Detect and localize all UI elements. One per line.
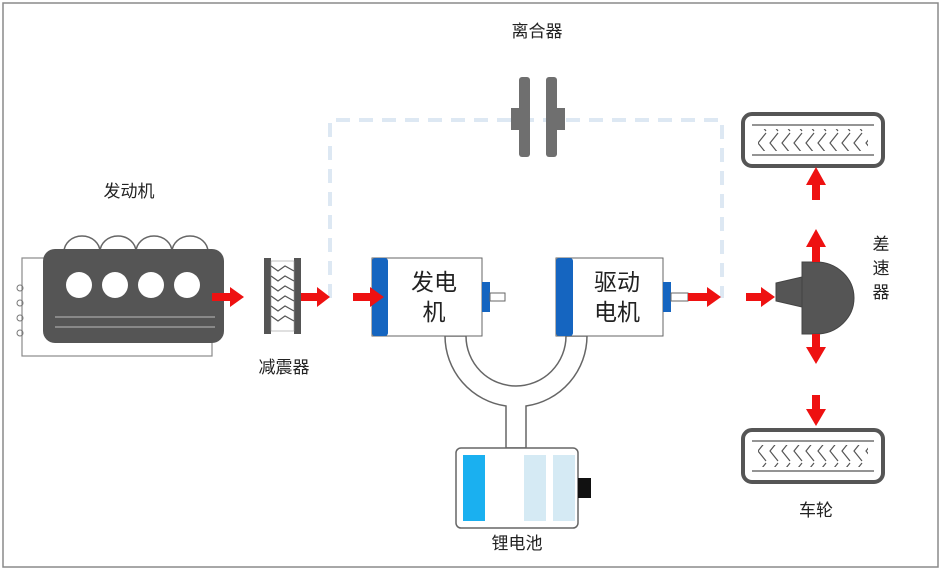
differential-label-char2: 速 — [873, 259, 890, 279]
engine — [16, 235, 224, 357]
engine-label: 发动机 — [104, 182, 155, 202]
battery-cell-3 — [553, 455, 575, 521]
damper — [264, 258, 301, 334]
differential-label-char3: 器 — [873, 283, 890, 303]
arrow-to-wheel-top — [806, 167, 826, 200]
damper-label: 减震器 — [259, 358, 310, 378]
wheels-label: 车轮 — [799, 501, 833, 521]
battery — [455, 447, 591, 529]
flow-arrows — [212, 167, 826, 426]
arrow-into-generator — [353, 287, 384, 307]
arrow-damper-out — [301, 287, 330, 307]
arrow-diff-up — [806, 229, 826, 262]
arrow-drive-motor-out — [688, 287, 721, 307]
drive-motor-label-line1: 驱动 — [594, 270, 640, 296]
generator-label-line2: 机 — [423, 300, 446, 326]
drive-motor — [555, 257, 689, 337]
differential-label-char1: 差 — [873, 235, 890, 255]
arrow-to-wheel-bottom — [806, 395, 826, 426]
arrow-engine-to-damper — [212, 287, 244, 307]
arrow-into-differential — [746, 287, 775, 307]
clutch-label: 离合器 — [512, 22, 563, 42]
drive-motor-label-line2: 电机 — [594, 300, 640, 326]
wheel-bottom — [741, 428, 885, 484]
arrow-diff-down — [806, 334, 826, 364]
generator-label-line1: 发电 — [411, 270, 457, 296]
clutch — [511, 77, 565, 157]
battery-cell-1 — [463, 455, 485, 521]
battery-cell-2 — [524, 455, 546, 521]
wheel-top — [741, 112, 885, 168]
battery-label: 锂电池 — [492, 534, 543, 554]
differential — [775, 261, 855, 335]
battery-connector — [444, 335, 588, 449]
